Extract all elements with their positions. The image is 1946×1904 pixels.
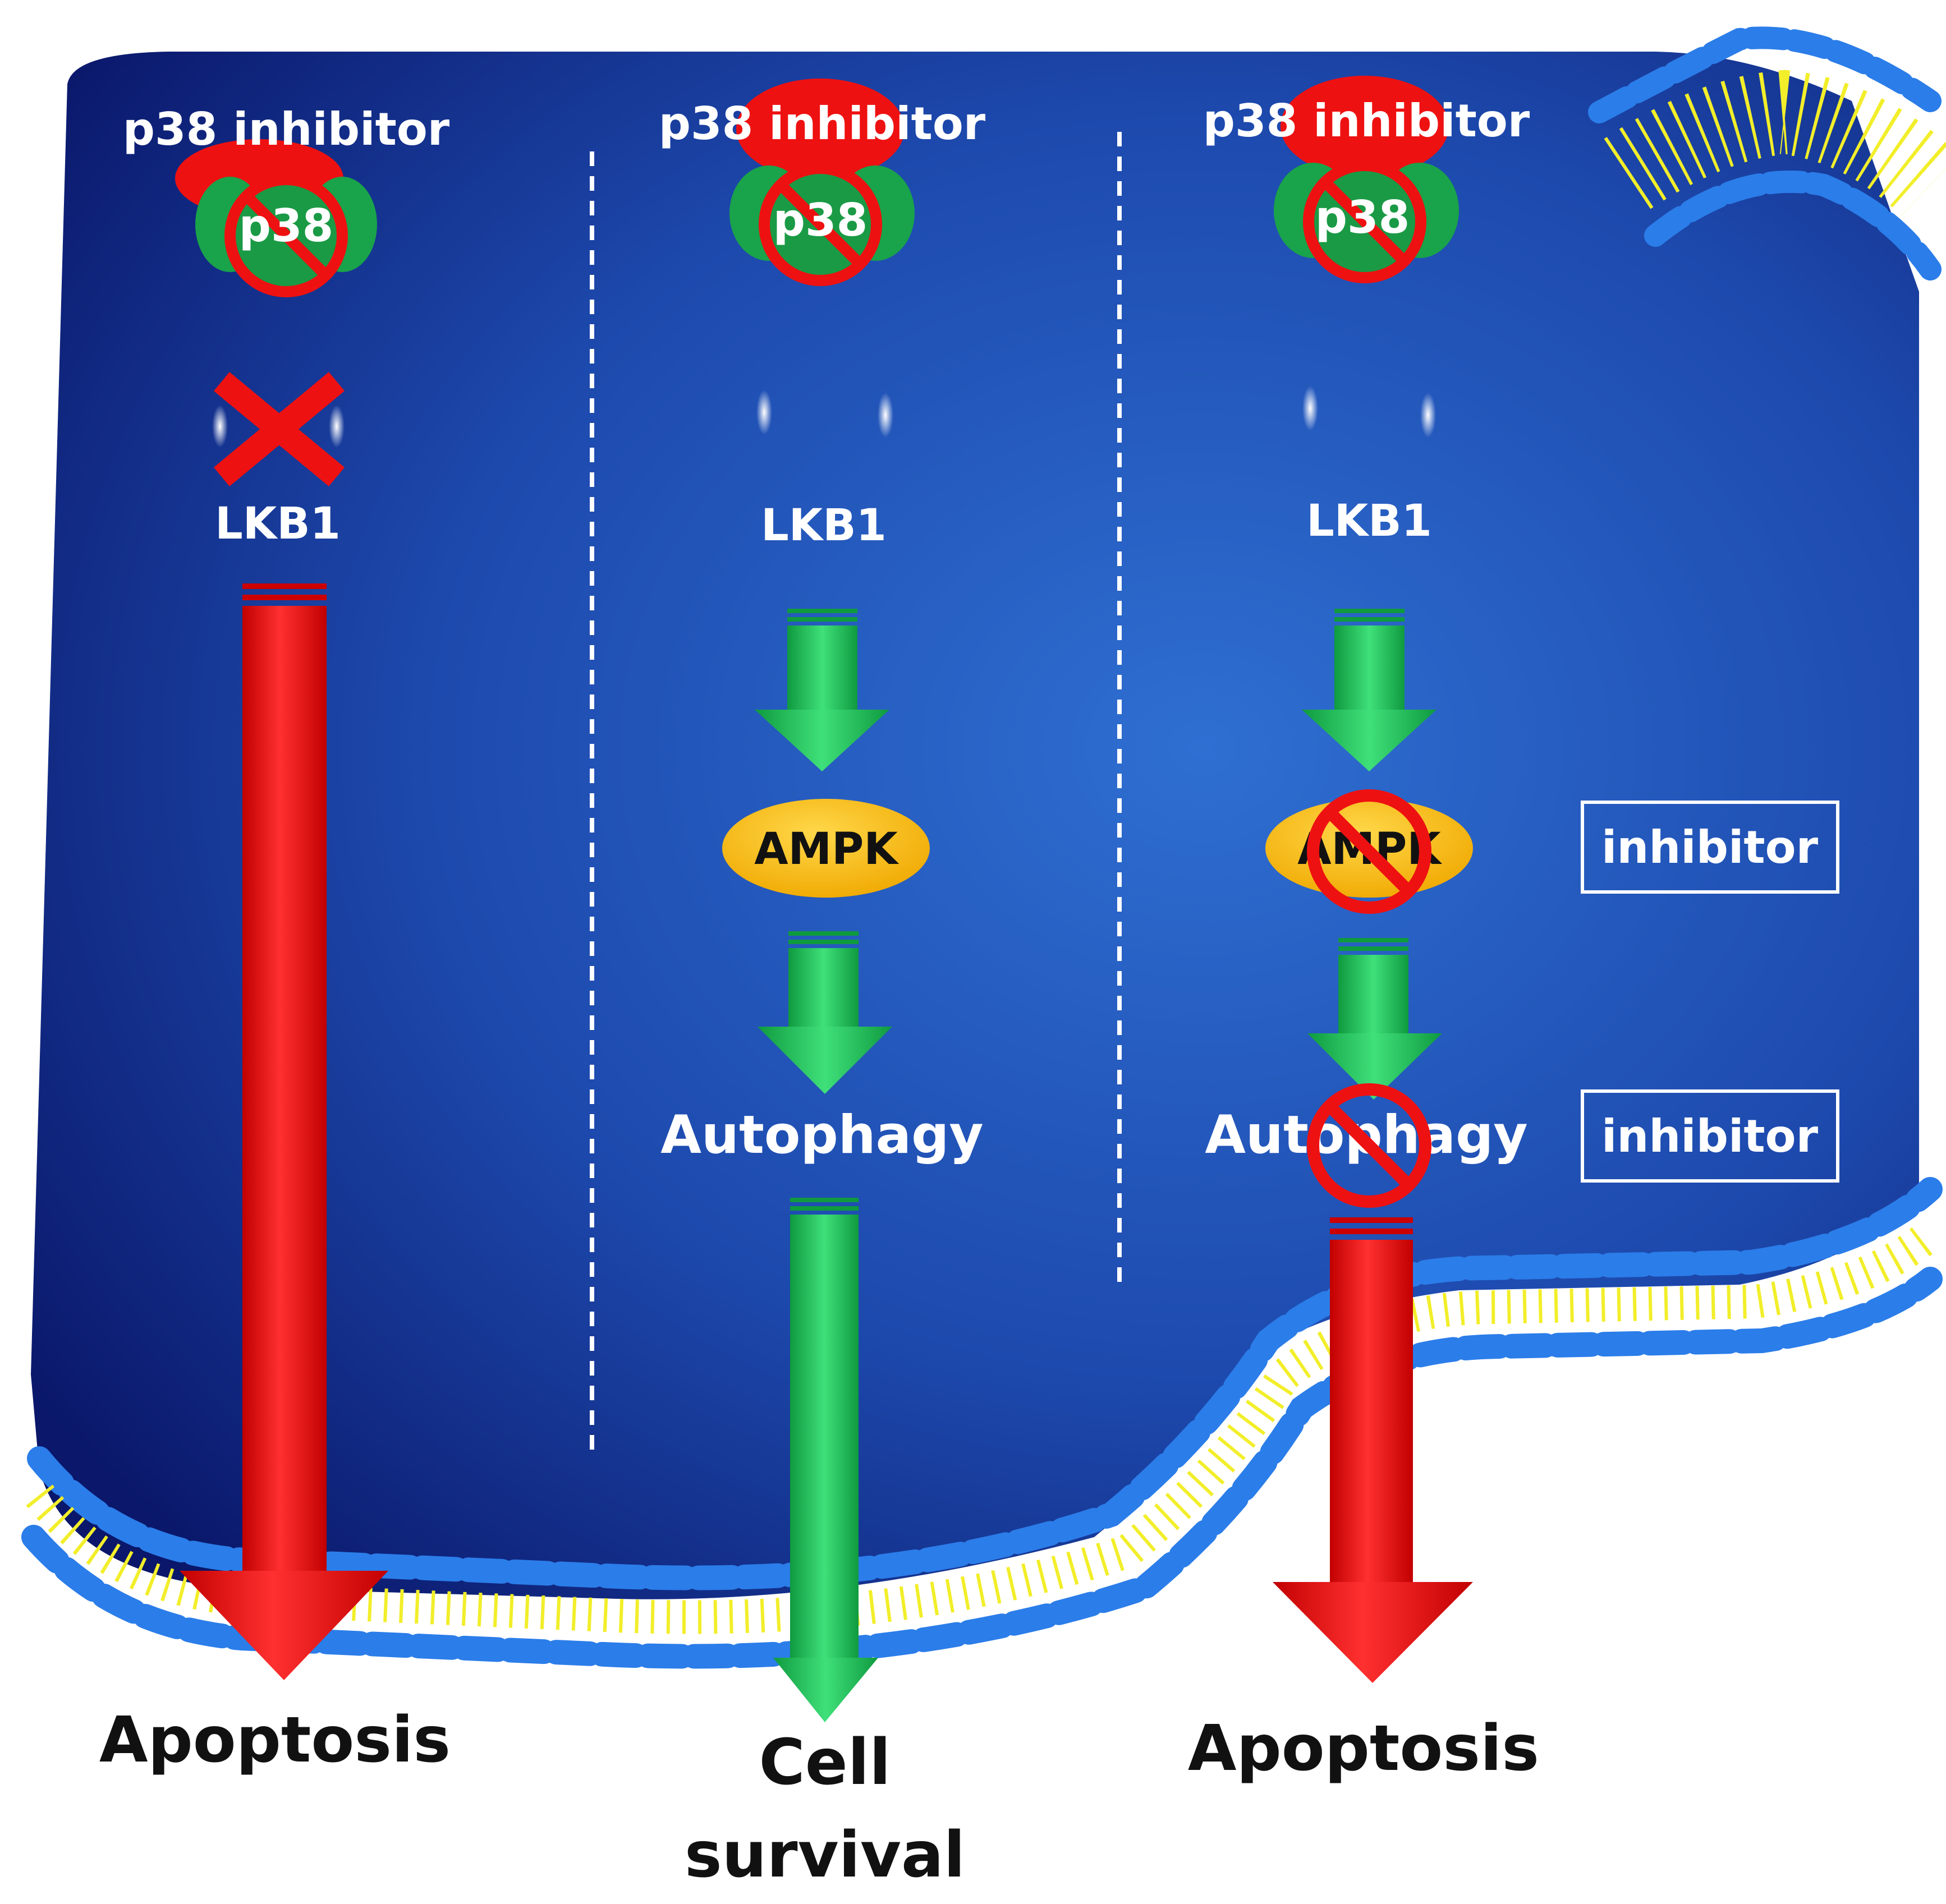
arrow-lkb1-to-ampk xyxy=(755,609,889,771)
outcome-apoptosis: Apoptosis xyxy=(99,1704,451,1777)
outcome-survival: survival xyxy=(685,1819,965,1892)
prohibit-icon xyxy=(759,163,882,286)
p38-complex xyxy=(175,139,377,297)
p38-complex xyxy=(729,79,915,286)
ampk-node xyxy=(722,799,930,898)
lkb1-marker xyxy=(1302,386,1436,438)
p38-complex xyxy=(1274,76,1459,283)
cell-membrane xyxy=(21,26,1946,1669)
cell-cytoplasm xyxy=(31,52,1919,1599)
lkb1-marker xyxy=(756,390,893,438)
p38-label: p38 xyxy=(239,200,334,252)
lkb1-label: LKB1 xyxy=(1306,496,1432,546)
outcome-apoptosis: Apoptosis xyxy=(1188,1712,1539,1785)
column-3: p38 inhibitor p38 LKB1 AMPK Autophagy xyxy=(1188,76,1539,1785)
p38-label: p38 xyxy=(773,194,868,246)
prohibit-icon xyxy=(1303,160,1426,283)
prohibit-icon xyxy=(1307,1083,1431,1208)
arrow-to-apoptosis xyxy=(1273,1217,1473,1683)
p38-inhibitor-label: p38 inhibitor xyxy=(659,98,986,150)
lkb1-blocked xyxy=(212,372,345,486)
ampk-label: AMPK xyxy=(754,824,899,875)
p38-inhibitor-label: p38 inhibitor xyxy=(123,103,450,155)
column-1: p38 inhibitor p38 LKB1 Apoptosis xyxy=(99,103,451,1777)
arrow-lkb1-to-ampk xyxy=(1302,609,1436,771)
side-inhibitor-label: inhibitor xyxy=(1601,1110,1819,1162)
p38-label: p38 xyxy=(1315,191,1410,243)
side-inhibitor-label: inhibitor xyxy=(1601,821,1819,873)
arrow-to-cell-survival xyxy=(773,1198,878,1722)
prohibit-icon xyxy=(1307,789,1431,914)
p38-inhibitor-label: p38 inhibitor xyxy=(1203,95,1530,147)
side-inhibitor-box-1: inhibitor xyxy=(1581,801,1839,894)
arrow-to-apoptosis xyxy=(180,583,388,1680)
column-2: p38 inhibitor p38 LKB1 AMPK Autophagy xyxy=(659,79,986,1892)
lkb1-label: LKB1 xyxy=(761,500,887,551)
lkb1-label: LKB1 xyxy=(215,499,341,549)
prohibit-icon xyxy=(224,174,348,297)
autophagy-label: Autophagy xyxy=(660,1105,983,1166)
arrow-ampk-to-autophagy xyxy=(758,931,892,1094)
outcome-cell: Cell xyxy=(759,1726,891,1799)
side-inhibitor-box-2: inhibitor xyxy=(1581,1089,1839,1183)
arrow-ampk-to-autophagy xyxy=(1307,938,1442,1100)
cross-icon xyxy=(213,372,345,486)
